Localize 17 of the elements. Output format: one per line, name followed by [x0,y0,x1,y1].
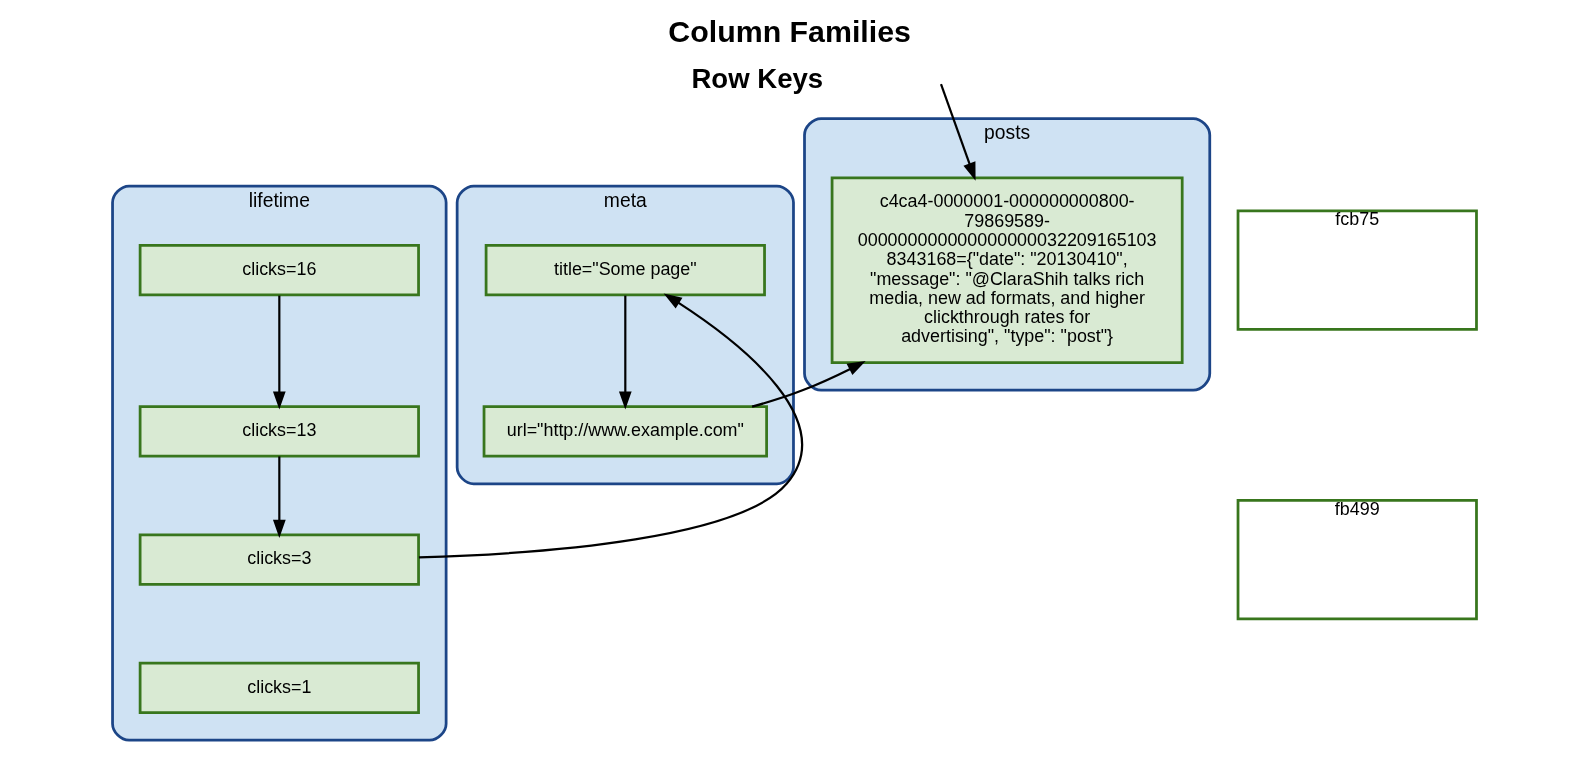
label: Row Keys [690,63,823,95]
node-box: c4ca4-0000001-000000000800- 79869589- 000000000000000000032209165103 8343168={"date": "20130410", "message": "@ClaraShih talks rich media, new ad formats, and higher clickthrough rates for advertising", "type": "post"} [830,176,1184,364]
node-box: title="Some page" [484,243,766,297]
node-box: clicks=3 [138,533,420,586]
node-box: url="http://www.example.com" [482,405,768,458]
arrow [618,295,632,410]
node-box: clicks=1 [138,661,420,714]
diagram-title: Column Families [667,15,911,49]
arrow [939,83,976,181]
arrow [751,361,866,408]
node-box: fcb75 [1236,209,1478,331]
arrow [418,293,803,559]
node-box: clicks=13 [138,405,420,458]
node-box: fb499 [1236,498,1478,621]
arrow [272,295,286,410]
arrow [272,456,286,539]
node-box: clicks=16 [138,243,420,297]
